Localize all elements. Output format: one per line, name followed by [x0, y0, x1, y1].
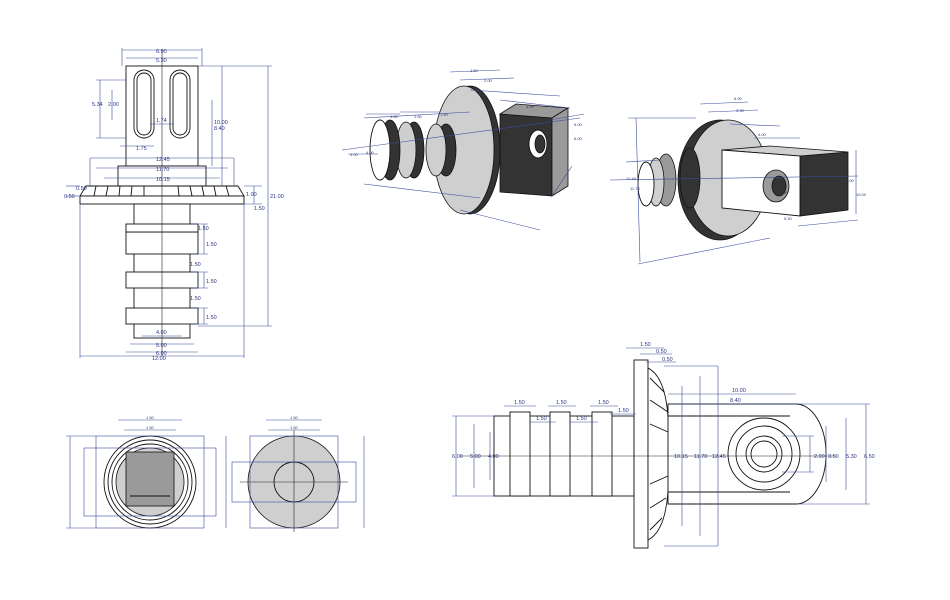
- iso1-lbl-6: 1.50: [470, 68, 479, 73]
- dim-step-6: 1.50: [206, 315, 217, 321]
- dim-11-70: 11.70: [156, 167, 169, 173]
- dim-2-00: 2.00: [108, 102, 119, 108]
- sv-dim-5-30: 5.30: [846, 454, 857, 460]
- endl-lbl-1: 1.50: [146, 415, 155, 420]
- dim-5-00: 5.00: [156, 343, 167, 349]
- dim-step-1: 1.50: [198, 226, 209, 232]
- iso1-lbl-8: 4.00: [526, 104, 535, 109]
- dim-0-50a: 0.50: [76, 186, 87, 192]
- dim-12-00: 12.00: [152, 356, 166, 362]
- iso2-block-end: [799, 151, 849, 217]
- dim-step-4: 1.50: [206, 279, 217, 285]
- end-view-right: 1.50 1.50: [231, 415, 365, 532]
- sv-dim-12-45: 12.45: [712, 454, 726, 460]
- iso1-lbl-7: 2.00: [484, 78, 493, 83]
- sv-groove-3: 1.50: [556, 400, 567, 406]
- iso1-lbl-9: 5.00: [574, 122, 583, 127]
- iso1-hole-inner: [534, 134, 546, 154]
- iso2-ring-d: [679, 147, 701, 209]
- endl-block: [125, 451, 175, 507]
- slot-left-inner: [136, 72, 152, 136]
- slot-right-inner: [172, 72, 188, 136]
- sv-ring-2: [549, 411, 571, 497]
- dim-10-15: 10.15: [156, 177, 170, 183]
- isometric-view-1: 4.00 4.00 1.50 1.50 1.50 1.50 2.00 4.00 …: [341, 68, 585, 231]
- sv-hole-inner: [750, 440, 778, 468]
- sv-dim-8-40: 8.40: [730, 398, 741, 404]
- dim-1-74: 1.74: [156, 118, 167, 124]
- dim-step-5: 1.50: [190, 296, 201, 302]
- iso1-ring-a-face: [425, 123, 447, 177]
- sv-dim-5-00: 5.00: [470, 454, 481, 460]
- iso1-lbl-3: 1.50: [390, 114, 399, 119]
- front-view: 6.90 5.30 5.34 2.00 1.74 1.75 8.40 10.00…: [64, 48, 284, 362]
- sv-dim-3-50: 3.50: [828, 454, 839, 460]
- isometric-view-2: 6.90 3.30 4.00 4.00 10.00 2.00 12.45 11.…: [609, 96, 867, 265]
- dim-8-40: 8.40: [214, 126, 225, 132]
- iso2-lbl-4: 4.00: [846, 178, 855, 183]
- iso2-lbl-9: 5.30: [784, 216, 793, 221]
- dim-5-34: 5.34: [92, 102, 103, 108]
- iso1-lbl-1: 4.00: [350, 152, 359, 157]
- sv-dim-11-70: 11.70: [694, 454, 707, 460]
- endl-lbl-2: 1.50: [146, 425, 155, 430]
- sv-groove-6: 1.50: [618, 408, 629, 414]
- iso2-lbl-5: 10.00: [856, 192, 867, 197]
- iso1-lbl-10: 6.00: [574, 136, 583, 141]
- sv-dim-6-00: 6.00: [452, 454, 463, 460]
- sv-ring-3: [591, 411, 613, 497]
- dim-4-00: 4.00: [156, 330, 167, 336]
- dim-5-30: 5.30: [156, 58, 167, 64]
- iso2-lbl-6: 2.00: [780, 190, 789, 195]
- iso1-ring-c-face: [369, 119, 391, 181]
- iso2-hole-inner: [771, 175, 787, 197]
- sv-groove-5: 1.50: [598, 400, 609, 406]
- iso1-lbl-2: 4.00: [366, 150, 375, 155]
- iso1-lbl-5: 1.50: [440, 112, 449, 117]
- sv-ring-1: [509, 411, 531, 497]
- sv-dim-2-00: 2.00: [814, 454, 825, 460]
- dim-1-50-flange: 1.50: [254, 206, 265, 212]
- sv-flange-dome: [647, 367, 669, 541]
- dim-step-3: 1.50: [190, 262, 201, 268]
- sv-dim-4-00: 4.00: [488, 454, 499, 460]
- dim-12-45: 12.45: [156, 157, 170, 163]
- sv-dim-1-50-top: 1.50: [640, 342, 651, 348]
- sv-groove-1: 1.50: [514, 400, 525, 406]
- end-view-left: 1.50 1.50: [66, 415, 227, 529]
- dim-10-00: 10.00: [214, 120, 228, 126]
- dim-step-2: 1.50: [206, 242, 217, 248]
- dim-1-75: 1.75: [136, 146, 147, 152]
- sv-dim-0-50b: 0.50: [662, 357, 673, 363]
- dim-1-00: 1.00: [246, 192, 257, 198]
- dim-21-00: 21.00: [270, 194, 284, 200]
- iso2-ring-c: [637, 161, 655, 207]
- sv-dim-10-00: 10.00: [732, 388, 746, 394]
- sv-groove-2: 1.50: [536, 416, 547, 422]
- sv-groove-4: 1.50: [576, 416, 587, 422]
- iso2-lbl-1: 6.90: [734, 96, 743, 101]
- iso2-lbl-7: 12.45: [626, 176, 637, 181]
- iso1-clevis-end: [551, 107, 569, 197]
- sv-dim-6-50: 6.50: [864, 454, 875, 460]
- endr-lbl-2: 1.50: [290, 425, 299, 430]
- sv-dim-10-15: 10.15: [674, 454, 688, 460]
- iso2-lbl-3: 4.00: [758, 132, 767, 137]
- iso2-lbl-2: 3.30: [736, 108, 745, 113]
- sv-flange: [633, 359, 649, 549]
- dim-6-00: 6.00: [156, 351, 167, 357]
- endr-lbl-1: 1.50: [290, 415, 299, 420]
- sv-dim-0-50a: 0.50: [656, 349, 667, 355]
- dim-0-50b: 0.50: [64, 194, 75, 200]
- iso1-lbl-4: 1.50: [414, 114, 423, 119]
- iso2-lbl-8: 11.70: [630, 186, 640, 191]
- iso1-clevis-side: [499, 113, 553, 197]
- dim-6-90: 6.90: [156, 49, 167, 55]
- side-view: 1.50 0.50 0.50 1.50 1.50 1.50 1.50 1.50 …: [452, 342, 875, 549]
